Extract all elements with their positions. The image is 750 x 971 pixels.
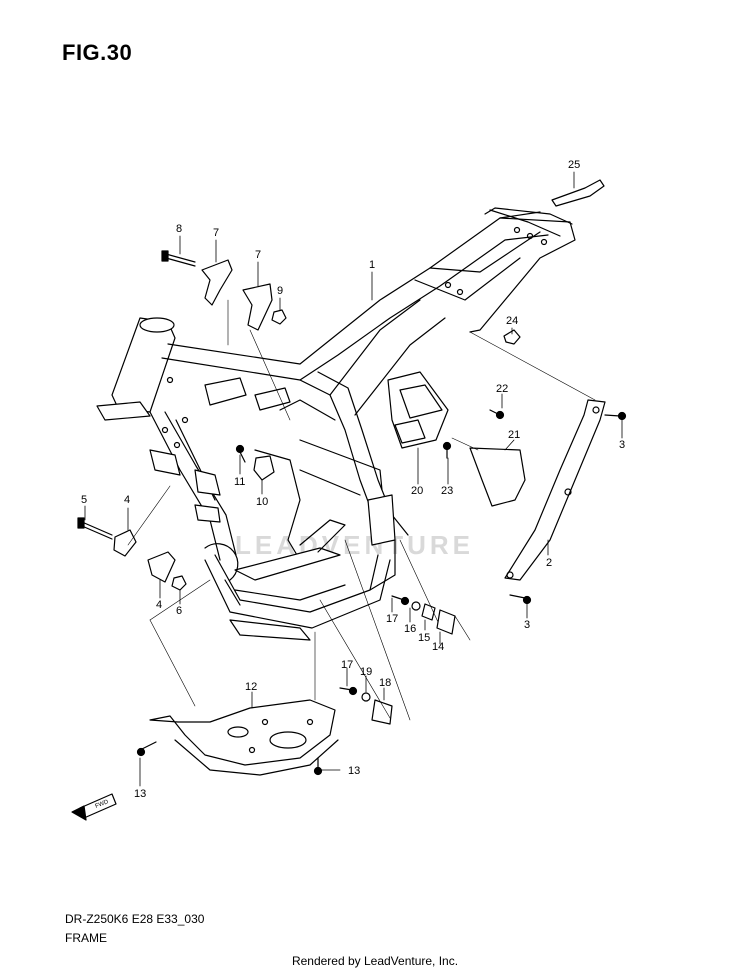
- callout-5: 5: [81, 494, 87, 506]
- part-5-bolt: [77, 517, 113, 540]
- callout-8: 8: [176, 223, 182, 235]
- part-14-bush: [436, 609, 456, 635]
- part-9-nut: [271, 309, 287, 325]
- callout-12: 12: [245, 681, 257, 693]
- callout-16: 16: [404, 623, 416, 635]
- part-17-bolt-a: [391, 595, 410, 606]
- callout-21: 21: [508, 429, 520, 441]
- callout-23: 23: [441, 485, 453, 497]
- part-8-bolt: [161, 250, 196, 267]
- callout-11: 11: [234, 476, 245, 488]
- callout-19: 19: [360, 666, 372, 678]
- callout-4-lower: 4: [156, 599, 162, 611]
- part-4-bracket-a: [113, 529, 137, 557]
- part-23-bolt: [442, 441, 452, 459]
- callout-1: 1: [369, 259, 375, 271]
- figure-name: FRAME: [65, 931, 107, 945]
- callout-24: 24: [506, 315, 518, 327]
- footer-credit: Rendered by LeadVenture, Inc.: [291, 954, 459, 968]
- callout-3-upper: 3: [619, 439, 625, 451]
- callout-17-upper: 17: [386, 613, 398, 625]
- callout-7-a: 7: [213, 227, 219, 239]
- callout-13-right: 13: [348, 765, 360, 777]
- part-11-bolt: [235, 444, 246, 463]
- callout-17-lower: 17: [341, 659, 353, 671]
- part-7-bracket-b: [242, 283, 273, 331]
- callout-14: 14: [432, 641, 444, 653]
- part-16-washer: [411, 601, 421, 611]
- part-25-clamp: [551, 179, 605, 207]
- part-22-bolt: [489, 409, 505, 420]
- callout-18: 18: [379, 677, 391, 689]
- callout-15: 15: [418, 632, 430, 644]
- part-4-bracket-b: [147, 551, 176, 583]
- callout-3-lower: 3: [524, 619, 530, 631]
- figure-title: FIG.30: [62, 40, 133, 65]
- part-21-cover: [469, 447, 526, 507]
- part-13-bolts: [136, 741, 323, 776]
- part-2-brace: [504, 399, 606, 581]
- callout-25: 25: [568, 159, 580, 171]
- part-12-skid-plate: [149, 699, 339, 776]
- figure-code: DR-Z250K6 E28 E33_030: [65, 912, 205, 926]
- watermark: LEADVENTURE: [235, 530, 475, 560]
- part-19-washer: [361, 692, 371, 702]
- callout-13-left: 13: [134, 788, 146, 800]
- part-7-bracket-a: [201, 259, 233, 306]
- callout-10: 10: [256, 496, 268, 508]
- callout-6: 6: [176, 605, 182, 617]
- part-18-bush: [371, 699, 393, 725]
- callout-2: 2: [546, 557, 552, 569]
- fwd-label: FWD: [95, 799, 111, 810]
- fwd-arrow-icon: [71, 793, 117, 821]
- part-20-box: [387, 371, 449, 449]
- callout-20: 20: [411, 485, 423, 497]
- part-6-nut: [171, 575, 187, 591]
- callout-9: 9: [277, 285, 283, 297]
- part-10-bracket: [253, 455, 275, 481]
- main-frame: [96, 207, 576, 641]
- part-3-bolts: [509, 411, 627, 605]
- part-17-bolt-b: [339, 686, 358, 696]
- callout-22: 22: [496, 383, 508, 395]
- leader-lines: [84, 171, 623, 787]
- callout-7-b: 7: [255, 249, 261, 261]
- callout-4-upper: 4: [124, 494, 130, 506]
